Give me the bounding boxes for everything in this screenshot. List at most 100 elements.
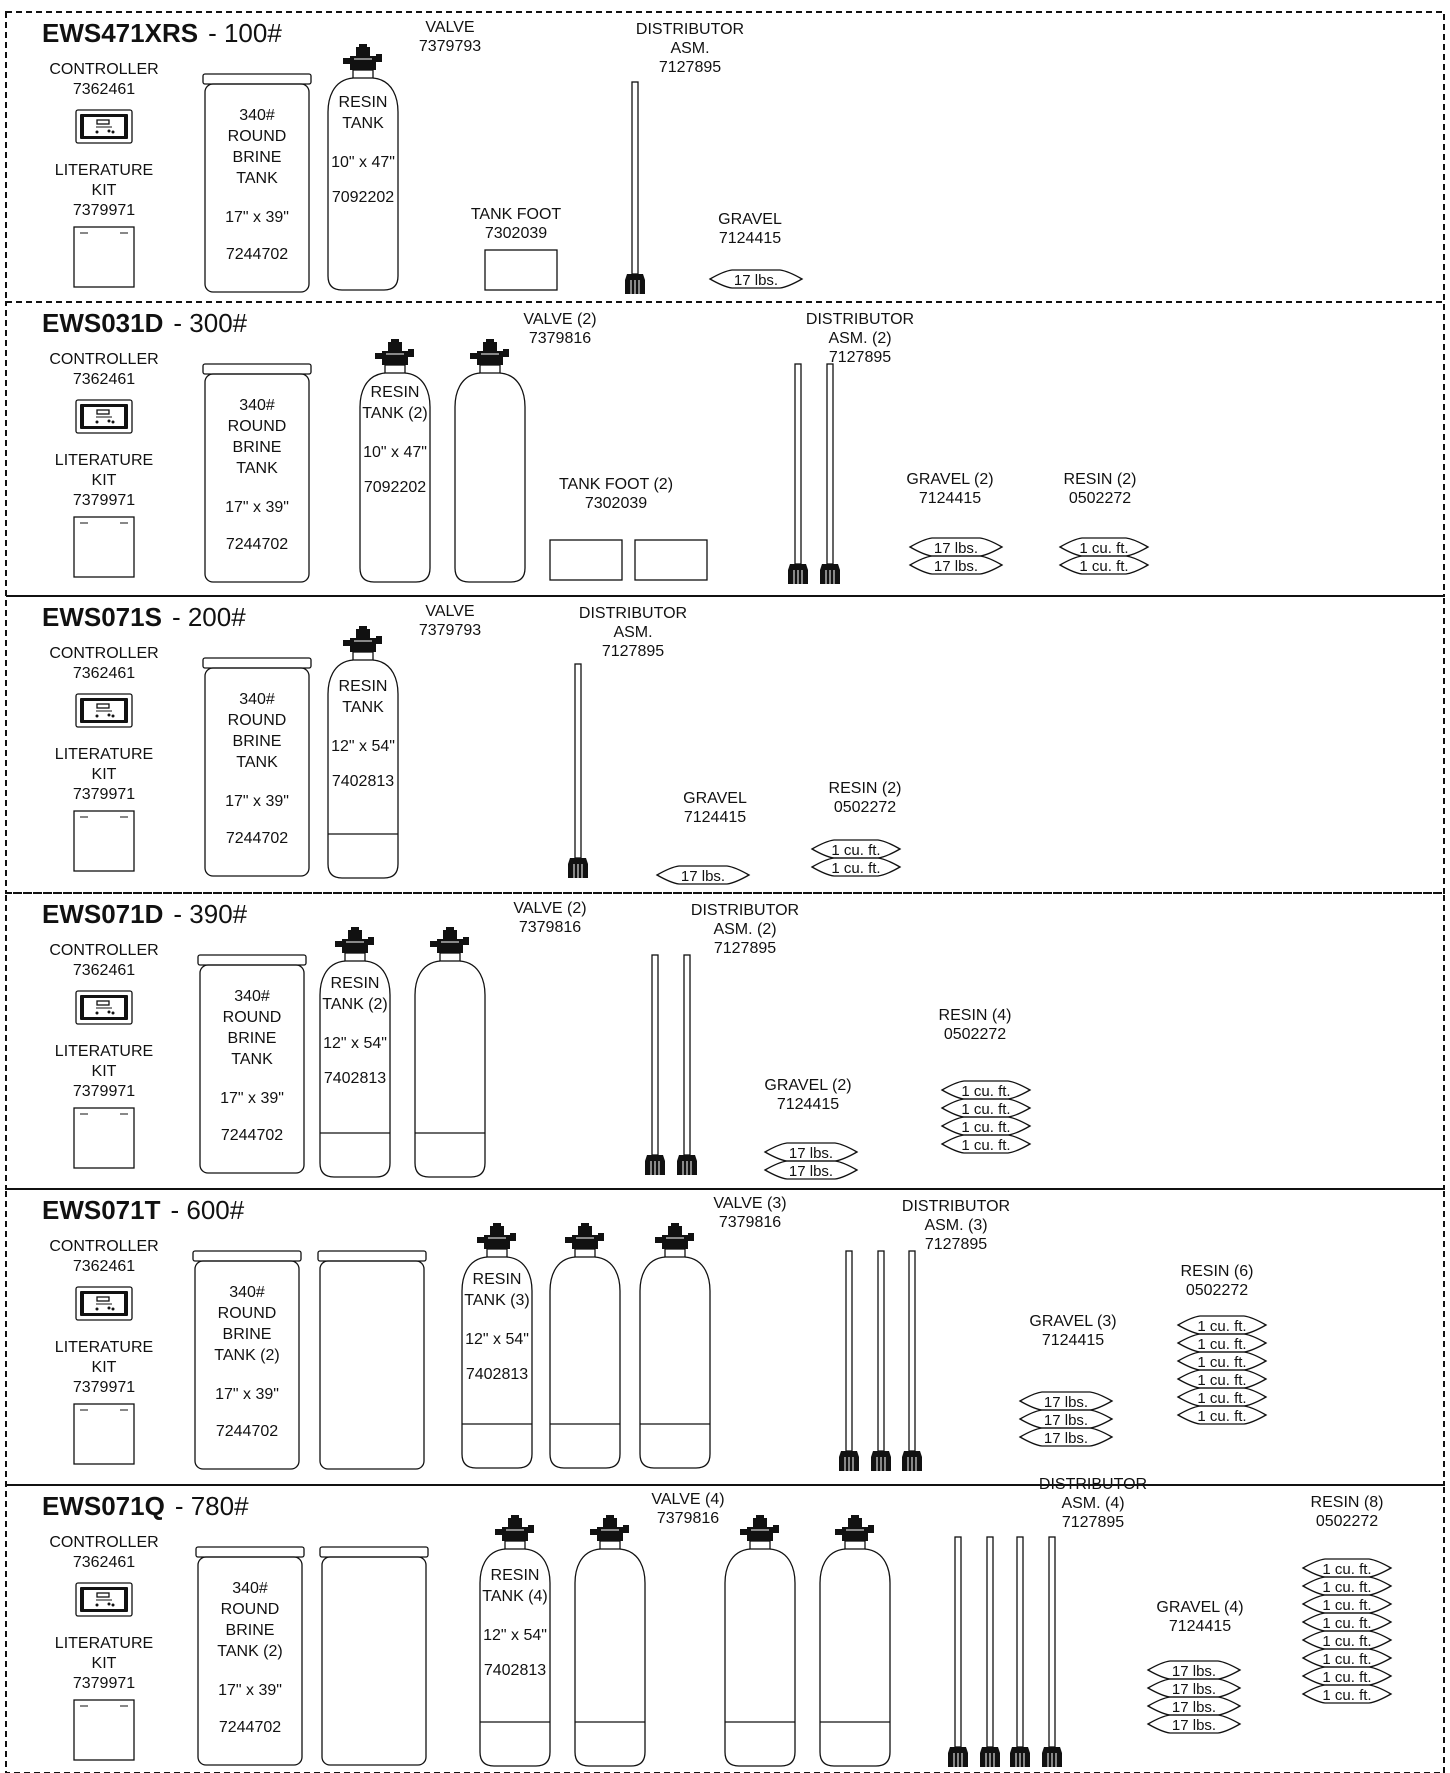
distributor-label: 7127895	[925, 1236, 987, 1253]
valve-icon	[335, 927, 374, 962]
gravel-bag-label: 17 lbs.	[1172, 1699, 1216, 1716]
resin-tank-part: 7402813	[484, 1662, 546, 1679]
literature-part: 7379971	[73, 786, 135, 803]
gravel-label: 7124415	[1042, 1332, 1104, 1349]
brine-tank-part: 7244702	[221, 1127, 283, 1144]
gravel-label: 7124415	[919, 490, 981, 507]
valve-label: 7379816	[519, 919, 581, 936]
resin-tank	[819, 1515, 891, 1767]
resin-bag-label: 1 cu. ft.	[1197, 1372, 1246, 1389]
literature-kit-icon	[73, 1403, 135, 1465]
brine-tank-part: 7244702	[226, 536, 288, 553]
distributor-tube	[948, 1536, 968, 1767]
gravel-bag-label: 17 lbs.	[1172, 1681, 1216, 1698]
model-title: EWS071S- 200#	[42, 602, 246, 632]
resin-tank	[454, 339, 526, 583]
resin-label: RESIN (6)	[1181, 1263, 1254, 1280]
brine-tank-label: TANK	[236, 460, 278, 477]
section-ews031d: EWS031D- 300#CONTROLLER7362461LITERATURE…	[5, 301, 1445, 597]
resin-tank-size: 12" x 54"	[323, 1035, 387, 1052]
resin-bag: 1 cu. ft.	[1058, 555, 1150, 575]
resin-bag: 1 cu. ft.	[940, 1116, 1032, 1136]
resin-label: 0502272	[834, 799, 896, 816]
valve-icon	[495, 1515, 534, 1550]
resin-bag-label: 1 cu. ft.	[1197, 1336, 1246, 1353]
resin-bag-label: 1 cu. ft.	[1322, 1615, 1371, 1632]
brine-tank-label: 340#	[229, 1284, 265, 1301]
brine-tank-size: 17" x 39"	[215, 1386, 279, 1403]
distributor-label: DISTRIBUTOR	[691, 902, 799, 919]
distributor-tube	[1042, 1536, 1062, 1767]
resin-label: RESIN (2)	[1064, 471, 1137, 488]
controller-label: CONTROLLER	[49, 351, 158, 368]
resin-tank	[639, 1223, 711, 1469]
distributor-tube	[820, 363, 840, 584]
literature-kit-label: KIT	[92, 766, 117, 783]
controller-part: 7362461	[73, 1258, 135, 1275]
literature-part: 7379971	[73, 1083, 135, 1100]
gravel-label: 7124415	[1169, 1618, 1231, 1635]
section-ews071d: EWS071D- 390#CONTROLLER7362461LITERATURE…	[5, 892, 1445, 1190]
valve-label: 7379793	[419, 622, 481, 639]
gravel-bag-label: 17 lbs.	[1044, 1430, 1088, 1447]
section-ews071t: EWS071T- 600#CONTROLLER7362461LITERATURE…	[5, 1188, 1445, 1486]
brine-tank-size: 17" x 39"	[225, 209, 289, 226]
distributor-label: DISTRIBUTOR	[1039, 1476, 1147, 1493]
valve-icon	[565, 1223, 604, 1258]
resin-bag-label: 1 cu. ft.	[1322, 1669, 1371, 1686]
gravel-bag: 17 lbs.	[763, 1160, 859, 1180]
brine-tank-label: BRINE	[226, 1622, 275, 1639]
resin-bag: 1 cu. ft.	[940, 1080, 1032, 1100]
literature-kit-icon	[73, 810, 135, 872]
gravel-label: GRAVEL	[718, 211, 782, 228]
gravel-bag: 17 lbs.	[708, 269, 804, 289]
brine-tank	[192, 1250, 302, 1470]
resin-tank-size: 12" x 54"	[331, 738, 395, 755]
resin-bag-label: 1 cu. ft.	[831, 860, 880, 877]
distributor-tube	[980, 1536, 1000, 1767]
literature-kit-icon	[73, 1699, 135, 1761]
resin-bag-label: 1 cu. ft.	[1197, 1354, 1246, 1371]
brine-tank-label: ROUND	[228, 128, 287, 145]
distributor-tube	[871, 1250, 891, 1471]
gravel-bag: 17 lbs.	[1018, 1391, 1114, 1411]
distributor-label: ASM.	[613, 624, 652, 641]
valve-icon	[835, 1515, 874, 1550]
brine-tank-label: ROUND	[223, 1009, 282, 1026]
resin-bag: 1 cu. ft.	[1301, 1594, 1393, 1614]
distributor-label: DISTRIBUTOR	[636, 21, 744, 38]
distributor-tube	[788, 363, 808, 584]
brine-tank	[202, 363, 312, 583]
gravel-label: 7124415	[684, 809, 746, 826]
gravel-bag: 17 lbs.	[763, 1142, 859, 1162]
model-capacity: - 300#	[173, 308, 247, 338]
resin-bag: 1 cu. ft.	[1301, 1576, 1393, 1596]
resin-label: 0502272	[944, 1026, 1006, 1043]
controller-icon	[75, 693, 133, 728]
literature-part: 7379971	[73, 1379, 135, 1396]
valve-label: 7379793	[419, 38, 481, 55]
valve-icon	[655, 1223, 694, 1258]
model-name: EWS071T	[42, 1195, 161, 1225]
resin-bag: 1 cu. ft.	[1058, 537, 1150, 557]
resin-bag: 1 cu. ft.	[1176, 1333, 1268, 1353]
controller-icon	[75, 399, 133, 434]
tank-foot-label: 7302039	[485, 225, 547, 242]
brine-tank-label: 340#	[234, 988, 270, 1005]
resin-bag-label: 1 cu. ft.	[961, 1083, 1010, 1100]
distributor-label: DISTRIBUTOR	[902, 1198, 1010, 1215]
resin-label: RESIN (4)	[939, 1007, 1012, 1024]
brine-tank-part: 7244702	[216, 1423, 278, 1440]
gravel-bag: 17 lbs.	[1146, 1714, 1242, 1734]
gravel-label: GRAVEL	[683, 790, 747, 807]
section-ews071q: EWS071Q- 780#CONTROLLER7362461LITERATURE…	[5, 1476, 1445, 1773]
model-name: EWS471XRS	[42, 18, 198, 48]
resin-tank	[461, 1223, 533, 1469]
resin-bag: 1 cu. ft.	[1176, 1369, 1268, 1389]
valve-icon	[470, 339, 509, 374]
resin-bag-label: 1 cu. ft.	[961, 1101, 1010, 1118]
model-title: EWS071T- 600#	[42, 1195, 245, 1225]
gravel-bag-label: 17 lbs.	[789, 1163, 833, 1180]
literature-label: LITERATURE	[55, 1635, 153, 1652]
resin-tank-label: RESIN	[491, 1567, 540, 1584]
